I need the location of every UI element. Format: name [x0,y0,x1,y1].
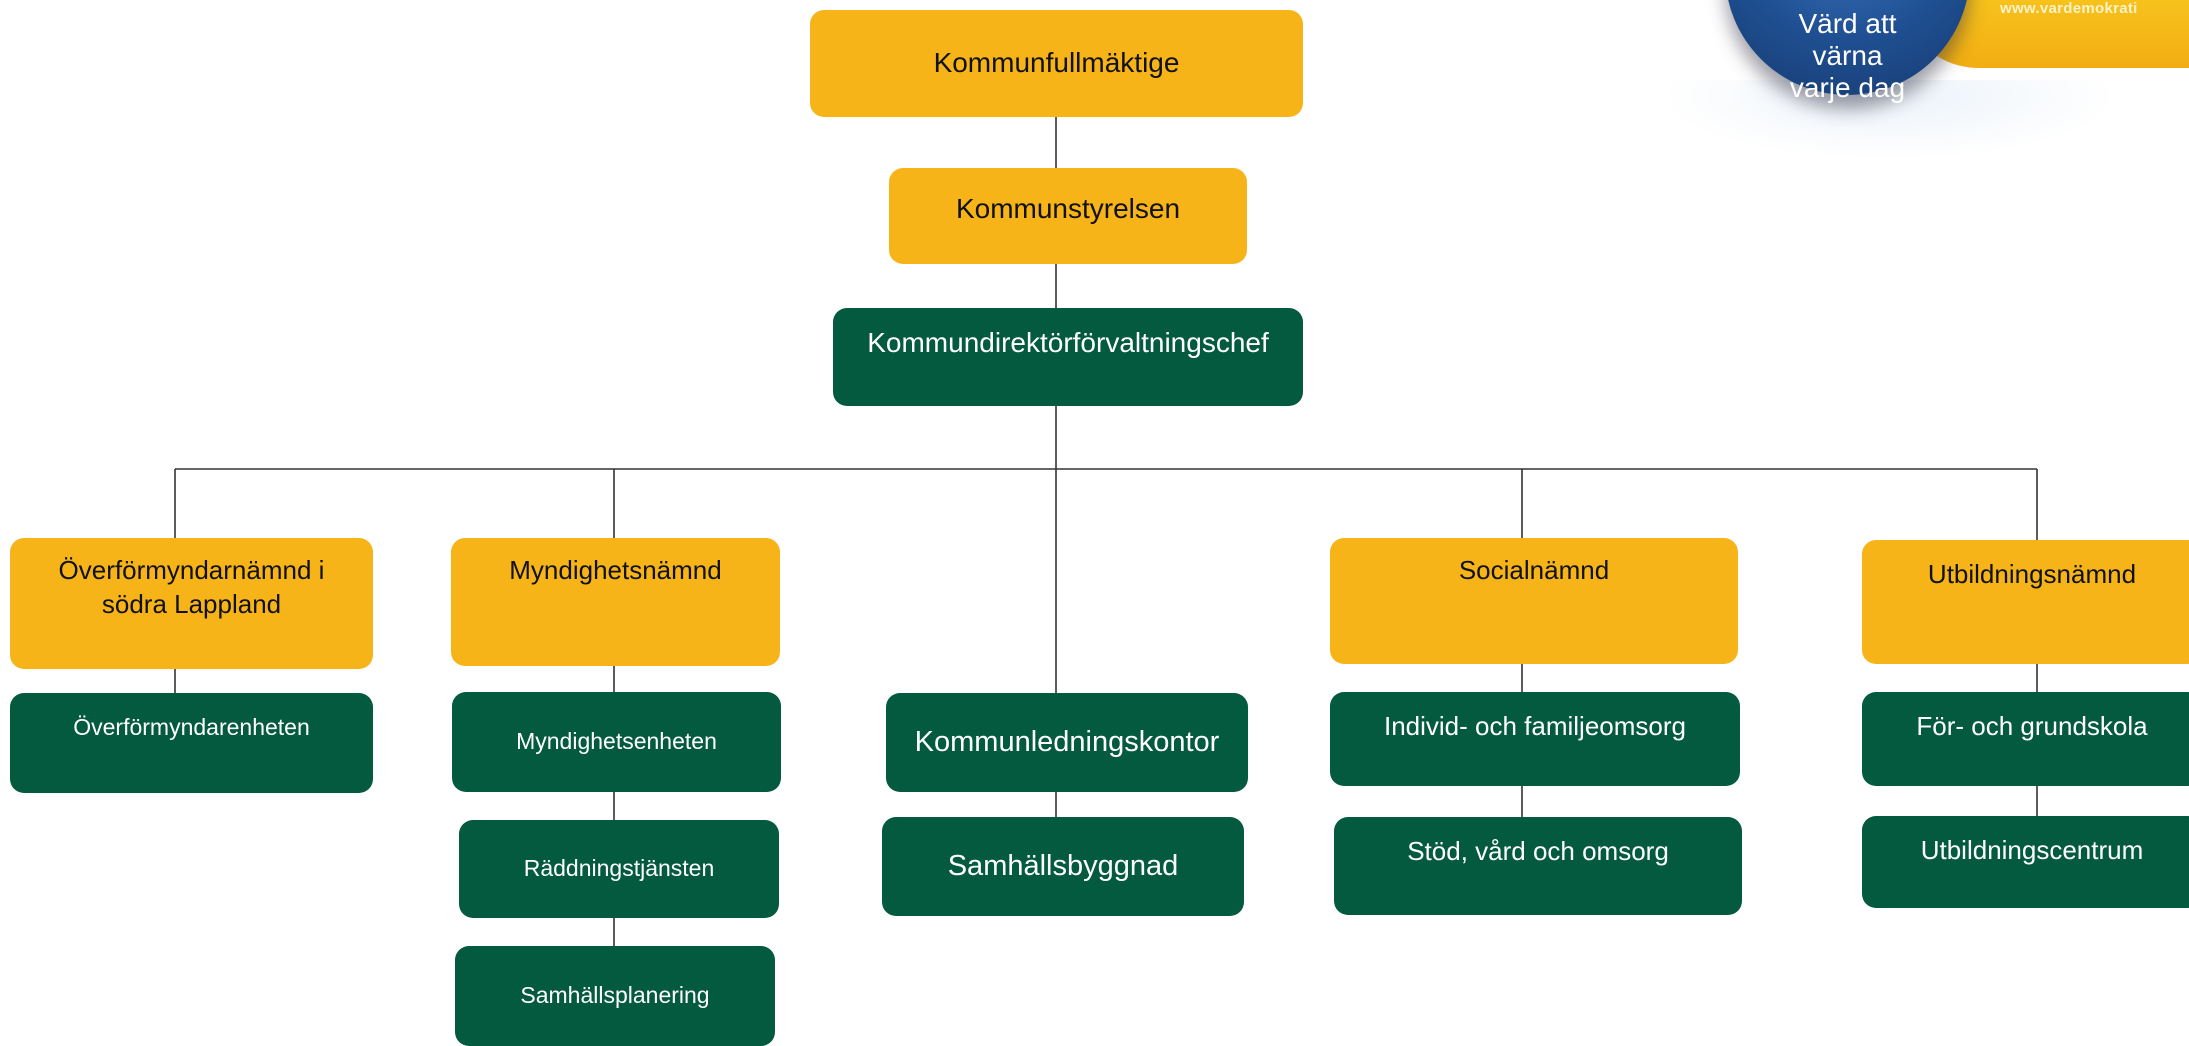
board-box: Kommunstyrelsen [889,168,1247,264]
samhallsplanering-label: Samhällsplanering [520,982,710,1009]
council-label: Kommunfullmäktige [933,47,1180,79]
executive-box: Kommundirektörförvaltningschef [833,308,1303,406]
logo-glow [1660,80,2120,160]
utbildningsnamnd-label: Utbildningsnämnd [1927,559,2137,589]
board-label: Kommunstyrelsen [955,192,1181,224]
kommunledningskontor-label: Kommunledningskontor [914,725,1220,758]
logo-tagline: Värd att värna varje dag [1765,8,1930,105]
samhallsbyggnad-label: Samhällsbyggnad [947,849,1179,882]
executive-label: Kommundirektörförvaltningschef [867,326,1269,358]
utbildningscentrum-box: Utbildningscentrum [1862,816,2189,908]
myndighetsnamnd-label: Myndighetsnämnd [509,555,722,585]
overformyndarnamnd-box: Överförmyndarnämnd i södra Lappland [10,538,373,669]
overformyndarenheten-label: Överförmyndarenheten [73,714,310,740]
myndighetsnamnd-box: Myndighetsnämnd [451,538,780,666]
socialnamnd-box: Socialnämnd [1330,538,1738,664]
logo-tagline-line2: varje dag [1789,72,1906,104]
logo-ribbon [1920,0,2189,68]
myndighetsenheten-box: Myndighetsenheten [452,692,781,792]
kommunledningskontor-box: Kommunledningskontor [886,693,1248,792]
logo-tagline-line1: Värd att värna [1798,8,1897,72]
socialnamnd-label: Socialnämnd [1458,555,1610,585]
overformyndarnamnd-label-line2: södra Lappland [101,588,282,619]
logo: www.vardemokrati Värd att värna varje da… [1620,0,2189,180]
stod-vard-omsorg-label: Stöd, vård och omsorg [1407,836,1669,866]
myndighetsenheten-label: Myndighetsenheten [516,728,717,755]
individ-familjeomsorg-box: Individ- och familjeomsorg [1330,692,1740,786]
overformyndarnamnd-label: Överförmyndarnämnd i södra Lappland [59,554,325,622]
utbildningscentrum-label: Utbildningscentrum [1920,835,2144,865]
stod-vard-omsorg-box: Stöd, vård och omsorg [1334,817,1742,915]
samhallsplanering-box: Samhällsplanering [455,946,775,1046]
for-grundskola-box: För- och grundskola [1862,692,2189,786]
individ-familjeomsorg-label: Individ- och familjeomsorg [1383,711,1686,741]
logo-url: www.vardemokrati [2000,0,2138,17]
raddningstjansten-box: Räddningstjänsten [459,820,779,918]
overformyndarenheten-box: Överförmyndarenheten [10,693,373,793]
for-grundskola-label: För- och grundskola [1916,711,2148,741]
utbildningsnamnd-box: Utbildningsnämnd [1862,540,2189,664]
overformyndarnamnd-label-line1: Överförmyndarnämnd i [58,555,325,585]
raddningstjansten-label: Räddningstjänsten [523,855,715,882]
samhallsbyggnad-box: Samhällsbyggnad [882,817,1244,916]
council-box: Kommunfullmäktige [810,10,1303,117]
